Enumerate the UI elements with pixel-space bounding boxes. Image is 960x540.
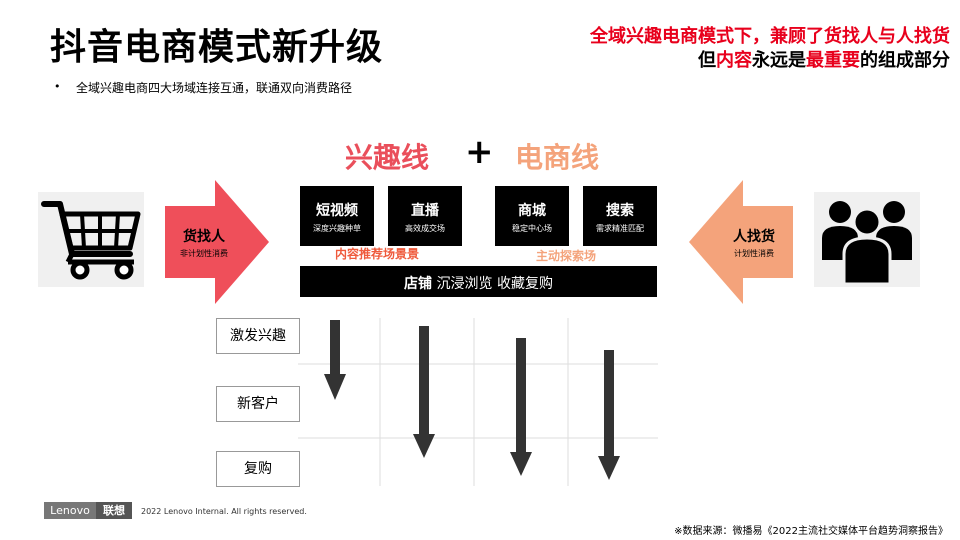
subtitle-highlight-content: 内容 — [716, 50, 752, 71]
people-group-icon — [814, 192, 920, 287]
down-arrow — [598, 350, 620, 480]
lenovo-logo-cn: 联想 — [96, 502, 132, 519]
box-live-sub: 高效成交场 — [405, 224, 445, 233]
bullet-text: 全域兴趣电商四大场域连接互通，联通双向消费路径 — [76, 81, 353, 95]
page-title: 抖音电商模式新升级 — [50, 27, 384, 68]
box-short-video: 短视频 深度兴趣种草 — [300, 186, 374, 246]
arrow-left-title: 货找人 — [183, 229, 225, 245]
interest-line-heading: 兴趣线 — [345, 141, 430, 174]
people-find-goods-arrow — [689, 180, 793, 304]
ecommerce-line-heading: 电商线 — [515, 141, 600, 174]
arrow-right-sub: 计划性消费 — [734, 249, 774, 258]
store-bar-prefix: 店铺 — [404, 276, 433, 292]
box-search-sub: 需求精准匹配 — [596, 224, 644, 233]
stage-repurchase: 复购 — [216, 451, 300, 487]
arrow-right-title: 人找货 — [733, 229, 775, 245]
stage-inspire-interest: 激发兴趣 — [216, 318, 300, 354]
box-mall-sub: 稳定中心场 — [512, 224, 552, 233]
people-find-goods-label: 人找货 计划性消费 — [718, 226, 790, 259]
box-search: 搜索 需求精准匹配 — [583, 186, 657, 246]
subtitle-red: 全域兴趣电商模式下，兼顾了货找人与人找货 — [590, 26, 950, 47]
content-recommend-label: 内容推荐场景景 — [335, 247, 420, 261]
subtitle-black: 但内容永远是最重要的组成部分 — [698, 46, 950, 72]
store-bar-rest: 沉浸浏览 收藏复购 — [432, 276, 553, 292]
store-bar: 店铺 沉浸浏览 收藏复购 — [300, 266, 657, 297]
lenovo-logo: Lenovo — [44, 502, 96, 519]
arrow-left-sub: 非计划性消费 — [180, 249, 228, 258]
box-live-title: 直播 — [411, 203, 439, 219]
down-arrow — [324, 320, 346, 400]
goods-find-people-label: 货找人 非计划性消费 — [172, 226, 236, 259]
copyright-text: 2022 Lenovo Internal. All rights reserve… — [141, 507, 307, 516]
subtitle-mid: 永远是 — [752, 50, 806, 71]
box-short-video-sub: 深度兴趣种草 — [313, 224, 361, 233]
bullet-marker: • — [54, 80, 61, 93]
data-source-note: ※数据来源：微播易《2022主流社交媒体平台趋势洞察报告》 — [674, 526, 948, 537]
down-arrow — [413, 326, 435, 458]
box-mall-title: 商城 — [518, 203, 546, 219]
down-arrow — [510, 338, 532, 476]
shopping-cart-icon — [38, 192, 144, 287]
box-short-video-title: 短视频 — [316, 203, 358, 219]
subtitle-suffix: 的组成部分 — [860, 50, 950, 71]
funnel-grid — [298, 318, 658, 486]
box-mall: 商城 稳定中心场 — [495, 186, 569, 246]
active-explore-label: 主动探索场 — [536, 249, 597, 263]
stage-new-customer: 新客户 — [216, 386, 300, 422]
plus-sign: + — [465, 132, 494, 172]
box-search-title: 搜索 — [606, 203, 634, 219]
subtitle-prefix: 但 — [698, 50, 716, 71]
box-live: 直播 高效成交场 — [388, 186, 462, 246]
subtitle-highlight-most: 最重要 — [806, 50, 860, 71]
goods-find-people-arrow — [165, 180, 269, 304]
